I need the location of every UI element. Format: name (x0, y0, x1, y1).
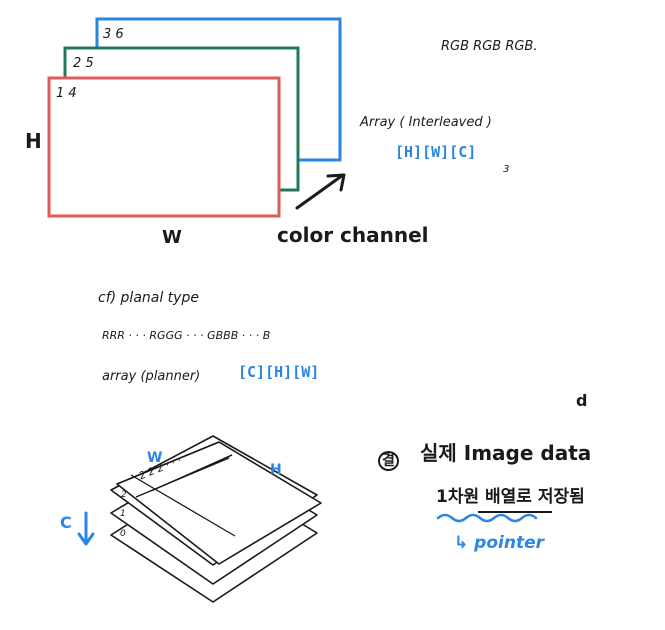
planar-array-dims: [C][H][W] (238, 363, 320, 381)
planar-title: cf) planal type (98, 290, 199, 306)
wavy-underline (436, 513, 538, 523)
planar-array-label: array (planner) (102, 369, 201, 384)
w-dimension-label: W (162, 227, 182, 248)
stack-c-label: C (60, 513, 72, 532)
stack-h-label: H (270, 462, 282, 478)
corner-label-red: 1 4 (56, 86, 77, 101)
interleaved-array-label: Array ( Interleaved ) (360, 115, 492, 130)
interleaved-array-dims: [H][W][C] (395, 143, 477, 161)
rgb-sequence: RGB RGB RGB. (441, 39, 538, 54)
interleaved-array-note: 3 (503, 164, 510, 175)
sheet-grid (116, 441, 237, 537)
h-dimension-label: H (25, 129, 42, 153)
stack-side-1: 2 (121, 490, 127, 500)
corner-label-blue: 3 6 (103, 27, 124, 42)
stack-side-2: 1 (120, 509, 126, 519)
c-axis-arrow-head (77, 532, 95, 546)
note-line-2: 1차원 배열로 저장됨 (436, 487, 585, 507)
note-line-1: 실제 Image data (420, 441, 592, 465)
color-channel-label: color channel (277, 223, 429, 247)
stack-side-3: 0 (120, 529, 126, 539)
planar-sequence: RRR · · · RGGG · · · GBBB · · · B (102, 329, 271, 342)
tick-mark: d (576, 391, 588, 410)
stack-w-label: W (147, 450, 163, 466)
channel-rect-red (47, 76, 281, 218)
channel-arrow (295, 173, 345, 210)
channel-arrow-head (326, 173, 346, 192)
note-pointer: ↳ pointer (454, 533, 544, 553)
note-symbol: 결 (378, 451, 399, 471)
corner-label-green: 2 5 (73, 56, 94, 71)
sheet-stack (110, 435, 322, 603)
